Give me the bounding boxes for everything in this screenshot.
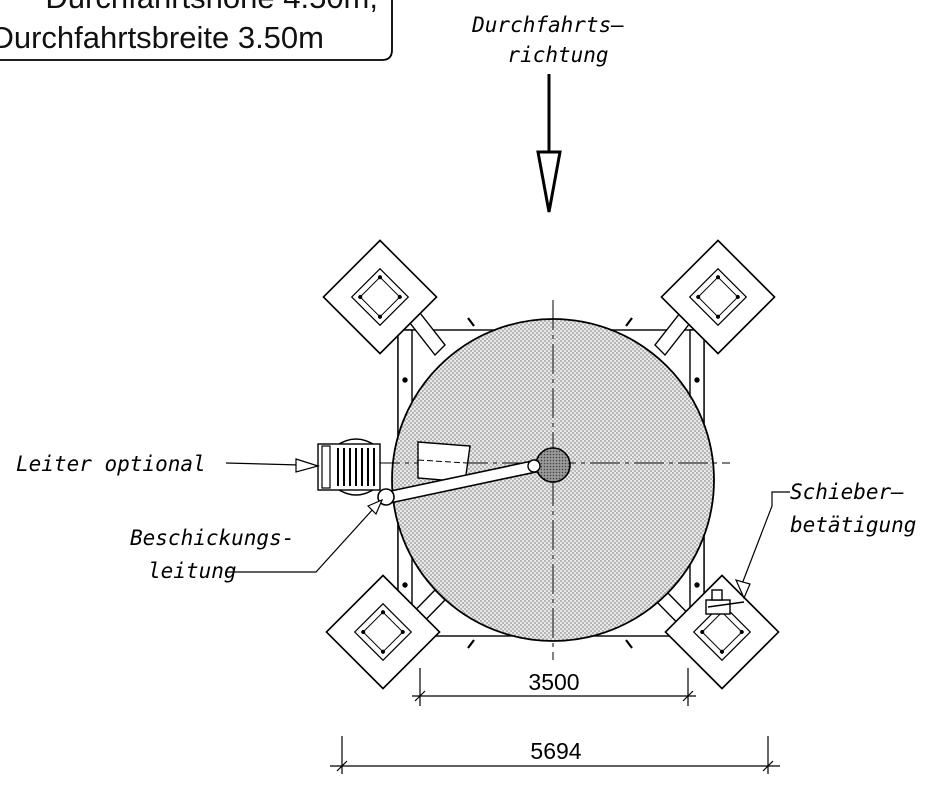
feed-pipe xyxy=(377,459,541,506)
feed-label-line1: Beschickungs- xyxy=(130,526,294,550)
dimension-outer-value: 5694 xyxy=(530,738,581,764)
direction-arrow-icon xyxy=(536,74,562,213)
dimension-inner xyxy=(412,668,696,706)
dimension-outer xyxy=(330,736,780,774)
label-valve: Schieber– betätigung xyxy=(734,480,916,600)
feed-label-line2: leitung xyxy=(148,559,237,583)
center-hub xyxy=(535,447,571,483)
dimension-inner-value: 3500 xyxy=(528,669,579,695)
foot-pad-bottom-right xyxy=(664,574,780,690)
foot-pad-top-left xyxy=(322,239,438,355)
foot-pad-top-right xyxy=(660,239,776,355)
tank xyxy=(370,300,730,660)
info-box: Durchfahrtshöhe 4.50m, Durchfahrtsbreite… xyxy=(0,0,393,61)
label-ladder: Leiter optional xyxy=(16,452,321,476)
foot-pad-bottom-left xyxy=(325,574,441,690)
tank-brackets xyxy=(467,317,633,649)
direction-label-line2: richtung xyxy=(507,43,608,67)
direction-indicator: Durchfahrts– richtung xyxy=(471,13,624,213)
label-feed-pipe: Beschickungs- leitung xyxy=(130,498,384,583)
info-box-line1: Durchfahrtshöhe 4.50m, xyxy=(45,0,378,15)
valve-actuator xyxy=(705,589,745,615)
valve-label-line2: betätigung xyxy=(790,513,916,537)
direction-label-line1: Durchfahrts– xyxy=(471,13,624,37)
ladder-label: Leiter optional xyxy=(16,452,206,476)
valve-label-line1: Schieber– xyxy=(790,480,904,504)
ladder xyxy=(317,438,381,496)
info-box-line2: Durchfahrtsbreite 3.50m xyxy=(0,20,324,55)
